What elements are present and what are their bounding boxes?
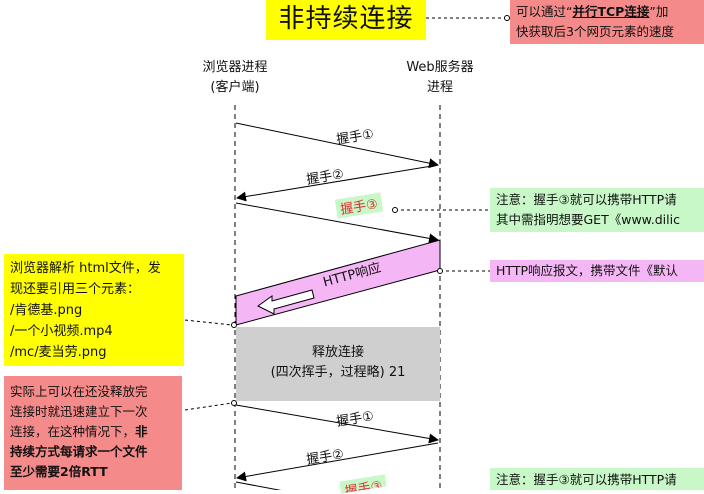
handshake1b-arrow xyxy=(235,404,439,444)
parallel-note-prefix: 可以通过“ xyxy=(516,4,573,19)
parse-note-line4: /一个小视频.mp4 xyxy=(10,324,113,339)
parallel-tcp-note: 可以通过“并行TCP连接”加 快获取后3个网页元素的速度 xyxy=(510,0,704,44)
server-label-line2: 进程 xyxy=(426,80,453,95)
h3-note: 注意：握手③就可以携带HTTP请 其中需指明想要GET《www.dilic xyxy=(490,188,704,232)
handshake2b-arrow xyxy=(236,442,439,482)
parallel-note-emph: 并行TCP连接 xyxy=(572,4,650,19)
handshake1-arrow xyxy=(235,122,439,169)
actual-note-l4: 持续方式每请求一个文件 xyxy=(10,444,148,459)
release-line2: (四次挥手，过程略) 21 xyxy=(270,365,406,380)
parse-note: 浏览器解析 html文件，发 现还要引用三个元素： /肯德基.png /一个小视… xyxy=(4,254,184,366)
actual-note-l3: 连接，在这种情况下，非 xyxy=(10,422,176,442)
parallel-note-suffix: ”加 xyxy=(649,4,669,19)
actual-note-l1: 实际上可以在还没释放完 xyxy=(10,384,148,399)
client-label-line1: 浏览器进程 xyxy=(202,60,268,75)
actual-note-l3a: 连接，在这种情况下， xyxy=(10,424,136,439)
parse-note-line2: 现还要引用三个元素： xyxy=(10,282,141,297)
parse-note-connector xyxy=(184,319,233,326)
handshake3b-arrow xyxy=(235,481,282,490)
release-connection-box: 释放连接 (四次挥手，过程略) 21 xyxy=(236,327,440,401)
h3-note-line1: 注意：握手③就可以携带HTTP请 xyxy=(496,192,677,207)
client-label: 浏览器进程 (客户端) xyxy=(185,58,285,98)
http-response-arrow-icon xyxy=(257,289,315,315)
parse-note-line5: /mc/麦当劳.png xyxy=(10,345,107,360)
actual-note-l3b: 非 xyxy=(135,424,148,439)
server-label: Web服务器 进程 xyxy=(385,58,495,98)
actual-note: 实际上可以在还没释放完 连接时就迅速建立下一次 连接，在这种情况下，非 持续方式… xyxy=(4,376,182,490)
release-line1: 释放连接 xyxy=(311,345,364,360)
h3-note-line2: 其中需指明想要GET《www.dilic xyxy=(496,212,680,227)
actual-note-l2: 连接时就迅速建立下一次 xyxy=(10,404,148,419)
parse-note-line3: /肯德基.png xyxy=(10,303,83,318)
parallel-note-line2: 快获取后3个网页元素的速度 xyxy=(516,24,674,39)
h3-note-bottom: 注意：握手③就可以携带HTTP请 xyxy=(490,468,704,490)
diagram-title: 非持续连接 xyxy=(266,0,426,40)
parse-note-line1: 浏览器解析 html文件，发 xyxy=(10,261,161,276)
handshake2-arrow xyxy=(236,164,439,202)
client-label-line2: (客户端) xyxy=(210,80,260,95)
response-note: HTTP响应报文，携带文件《默认 xyxy=(490,260,704,282)
handshake3-arrow xyxy=(235,202,439,244)
actual-note-l5: 至少需要2倍RTT xyxy=(10,464,108,479)
actual-note-connector xyxy=(184,402,233,411)
server-label-line1: Web服务器 xyxy=(406,60,474,75)
